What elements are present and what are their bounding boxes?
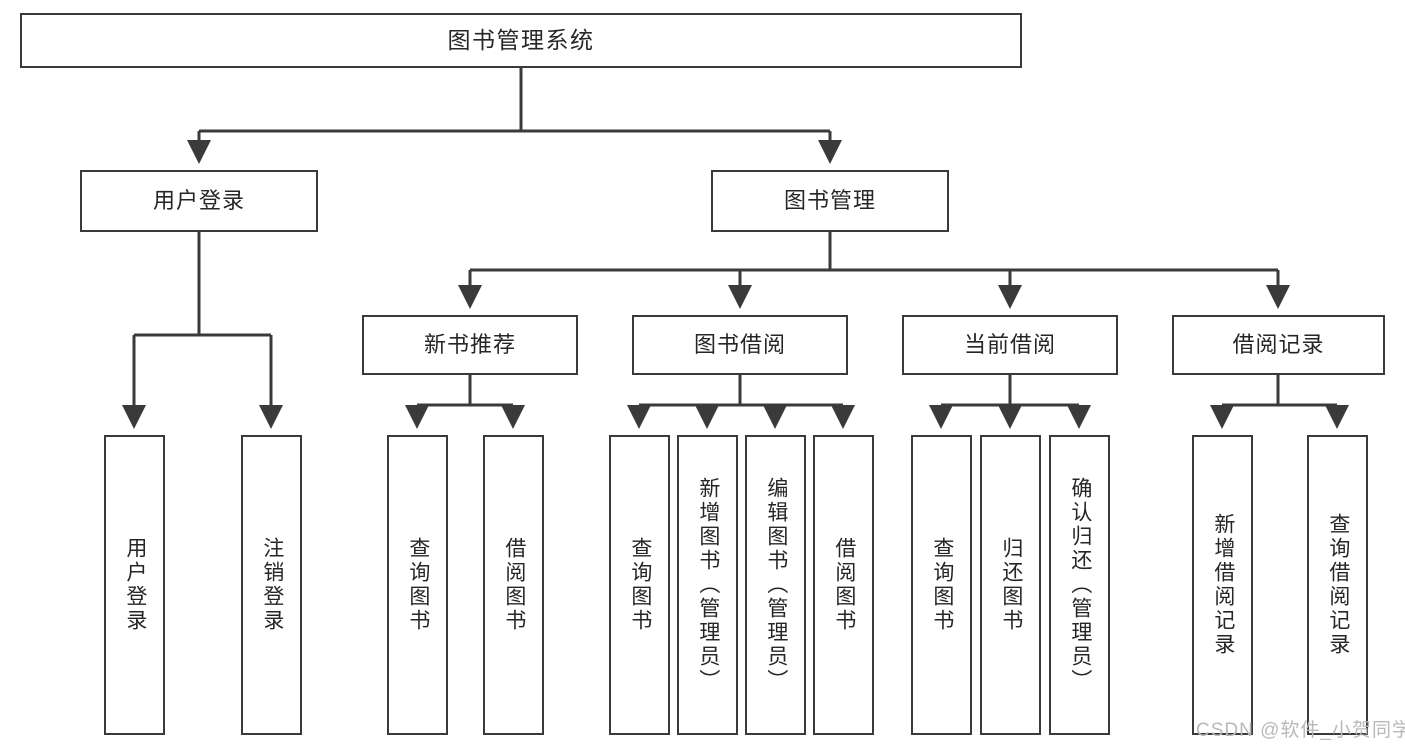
node-leaf-query-record-label: 查询借阅记录 bbox=[1326, 513, 1350, 657]
node-user-login[interactable]: 用户登录 bbox=[80, 170, 318, 232]
watermark-text: CSDN @软件_小贺同学 bbox=[1196, 720, 1405, 741]
node-new-book-rec-label: 新书推荐 bbox=[423, 332, 516, 358]
node-leaf-edit-book-label: 编辑图书（管理员） bbox=[764, 477, 788, 693]
node-borrow-record[interactable]: 借阅记录 bbox=[1172, 315, 1385, 375]
node-leaf-query-book-3-label: 查询图书 bbox=[930, 537, 954, 633]
node-current-borrow-label: 当前借阅 bbox=[963, 332, 1056, 358]
node-leaf-query-book-3[interactable]: 查询图书 bbox=[911, 435, 972, 735]
node-leaf-query-record[interactable]: 查询借阅记录 bbox=[1307, 435, 1368, 735]
node-book-manage[interactable]: 图书管理 bbox=[711, 170, 949, 232]
node-leaf-borrow-book-1-label: 借阅图书 bbox=[502, 537, 526, 633]
node-leaf-edit-book[interactable]: 编辑图书（管理员） bbox=[745, 435, 806, 735]
node-new-book-rec[interactable]: 新书推荐 bbox=[362, 315, 578, 375]
node-leaf-query-book-2-label: 查询图书 bbox=[628, 537, 652, 633]
node-leaf-borrow-book-2[interactable]: 借阅图书 bbox=[813, 435, 874, 735]
node-leaf-add-book[interactable]: 新增图书（管理员） bbox=[677, 435, 738, 735]
node-leaf-user-login[interactable]: 用户登录 bbox=[104, 435, 165, 735]
node-leaf-logout[interactable]: 注销登录 bbox=[241, 435, 302, 735]
node-leaf-query-book-2[interactable]: 查询图书 bbox=[609, 435, 670, 735]
node-leaf-query-book-1-label: 查询图书 bbox=[406, 537, 430, 633]
node-book-borrow[interactable]: 图书借阅 bbox=[632, 315, 848, 375]
node-leaf-return-book[interactable]: 归还图书 bbox=[980, 435, 1041, 735]
node-user-login-label: 用户登录 bbox=[152, 188, 245, 214]
node-root-system[interactable]: 图书管理系统 bbox=[20, 13, 1022, 68]
node-book-borrow-label: 图书借阅 bbox=[693, 332, 786, 358]
node-current-borrow[interactable]: 当前借阅 bbox=[902, 315, 1118, 375]
node-leaf-confirm-return[interactable]: 确认归还（管理员） bbox=[1049, 435, 1110, 735]
node-leaf-borrow-book-2-label: 借阅图书 bbox=[832, 537, 856, 633]
node-leaf-user-login-label: 用户登录 bbox=[123, 537, 147, 633]
node-leaf-return-book-label: 归还图书 bbox=[999, 537, 1023, 633]
node-borrow-record-label: 借阅记录 bbox=[1232, 332, 1325, 358]
node-leaf-logout-label: 注销登录 bbox=[260, 537, 284, 633]
node-book-manage-label: 图书管理 bbox=[783, 188, 876, 214]
node-leaf-add-record[interactable]: 新增借阅记录 bbox=[1192, 435, 1253, 735]
node-root-label: 图书管理系统 bbox=[447, 26, 595, 53]
node-leaf-confirm-return-label: 确认归还（管理员） bbox=[1068, 477, 1092, 693]
node-leaf-query-book-1[interactable]: 查询图书 bbox=[387, 435, 448, 735]
node-leaf-add-book-label: 新增图书（管理员） bbox=[696, 477, 720, 693]
node-leaf-add-record-label: 新增借阅记录 bbox=[1211, 513, 1235, 657]
node-leaf-borrow-book-1[interactable]: 借阅图书 bbox=[483, 435, 544, 735]
